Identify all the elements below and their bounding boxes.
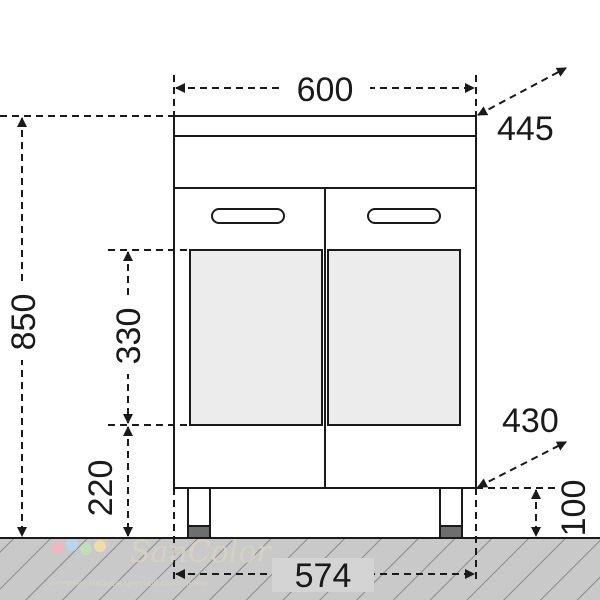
countertop [173, 115, 477, 137]
depth-bottom-arrow [477, 441, 567, 488]
leg-height-label: 100 [555, 480, 593, 537]
depth-top-arrow [477, 67, 567, 116]
watermark: SanColor интернет-магазин цветной сантех… [48, 535, 272, 588]
dimension-labels: 600 445 850 330 220 430 100 574 [5, 71, 593, 595]
left-glass-panel [189, 249, 323, 426]
label-backgrounds [4, 70, 374, 592]
height-label: 850 [5, 294, 43, 351]
depth-top-label: 445 [497, 110, 554, 148]
right-glass-panel [327, 249, 461, 426]
glass-height-label: 330 [110, 308, 148, 365]
right-handle [367, 208, 441, 224]
left-leg-foot [187, 525, 211, 539]
right-leg-foot [439, 525, 463, 539]
width-label: 600 [297, 71, 354, 109]
watermark-brand: SanColor [130, 535, 272, 570]
watermark-tagline: интернет-магазин цветной сантехники [48, 578, 208, 588]
extension-lines [0, 75, 560, 582]
cabinet-top-band [173, 135, 477, 189]
depth-bottom-label: 430 [502, 402, 559, 440]
base-width-label: 574 [295, 557, 352, 595]
plinth-height-label: 220 [82, 460, 120, 517]
cabinet [173, 115, 477, 539]
left-handle [211, 208, 285, 224]
